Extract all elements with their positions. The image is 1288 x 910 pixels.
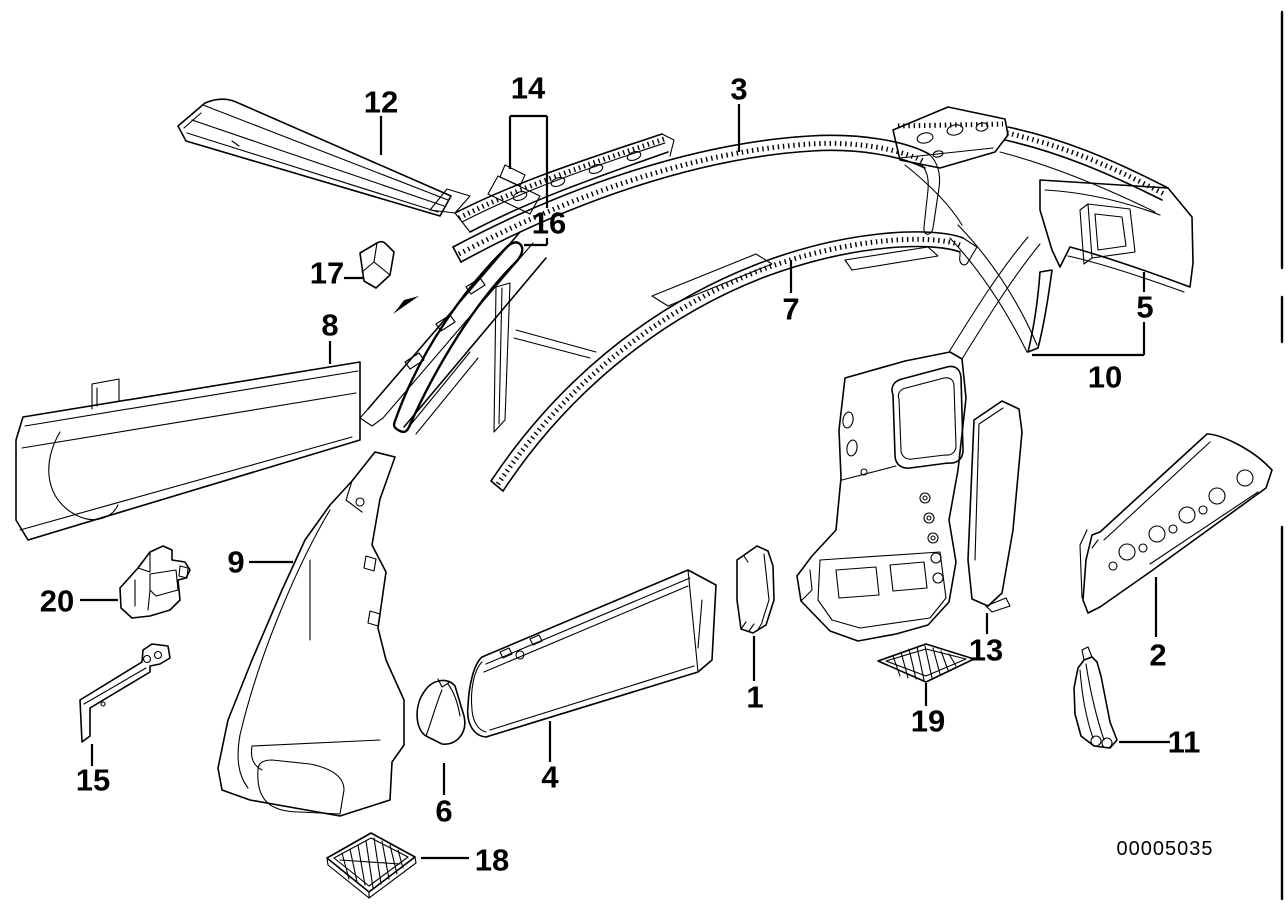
part-9-b-pillar	[217, 451, 405, 817]
callouts-layer: 12 14 16 3 7 5 10 17 8 9 20 15 6 4 18 1 19 13 2 11	[40, 71, 1201, 878]
part-callout-6[interactable]: 6	[435, 794, 452, 829]
part-16-seal-strip	[392, 241, 597, 435]
part-callout-2[interactable]: 2	[1149, 638, 1166, 673]
part-14-a-pillar-assembly	[359, 133, 675, 428]
part-19-vent-grate	[877, 643, 975, 683]
part-callout-1[interactable]: 1	[746, 680, 763, 715]
part-callout-13[interactable]: 13	[969, 633, 1003, 668]
part-callout-3[interactable]: 3	[730, 72, 747, 107]
part-callout-20[interactable]: 20	[40, 584, 74, 619]
part-7-rear-roof-rail	[490, 231, 978, 492]
part-2-c-pillar-panel	[1079, 433, 1273, 614]
part-12-cowl-strip	[177, 98, 452, 217]
part-callout-11[interactable]: 11	[1168, 725, 1201, 760]
diagram-id-code: 00005035	[1117, 838, 1214, 860]
part-callout-17[interactable]: 17	[310, 256, 344, 291]
part-callout-10[interactable]: 10	[1088, 360, 1122, 395]
part-callout-14[interactable]: 14	[511, 71, 546, 106]
part-callout-5[interactable]: 5	[1136, 290, 1153, 325]
direction-arrow-icon	[393, 296, 419, 314]
part-4-sill-cover	[466, 569, 717, 738]
part-17-clip	[359, 240, 395, 289]
part-18-vent-grate	[326, 832, 417, 899]
part-callout-18[interactable]: 18	[475, 843, 509, 878]
part-callout-7[interactable]: 7	[782, 292, 799, 327]
part-13-panel	[967, 400, 1023, 613]
part-3-front-roof-rail	[452, 134, 941, 263]
part-6-wedge-cover	[416, 678, 466, 745]
part-callout-16[interactable]: 16	[532, 206, 566, 241]
part-20-clip	[119, 545, 191, 619]
part-callout-15[interactable]: 15	[76, 763, 110, 798]
quarter-inner-assembly	[796, 236, 1041, 642]
part-callout-12[interactable]: 12	[364, 85, 398, 120]
part-callout-4[interactable]: 4	[541, 760, 559, 795]
part-callout-19[interactable]: 19	[911, 704, 945, 739]
part-callout-8[interactable]: 8	[321, 308, 338, 343]
part-8-rocker-panel	[15, 361, 361, 541]
part-15-bracket	[79, 643, 171, 743]
part-10-rear-quarter-assembly	[892, 106, 1194, 353]
part-11-bracket	[1073, 646, 1118, 749]
part-1-closing-panel	[736, 545, 775, 634]
part-callout-9[interactable]: 9	[227, 545, 244, 580]
